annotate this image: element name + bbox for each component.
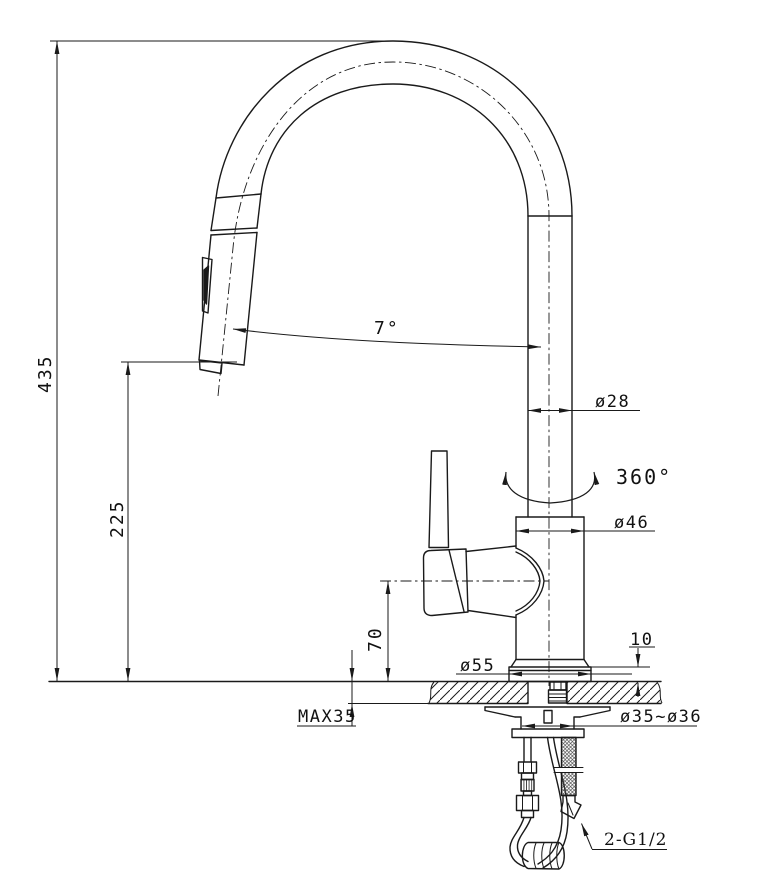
dimension-spout-height [121,361,237,681]
elbow-fitting [560,794,582,820]
dim-base-plate-height-label: 10 [630,630,653,650]
dim-deck-thickness-label: MAX35 [298,707,357,727]
dim-body-diameter-label: ø46 [614,513,649,533]
spray-head-button [203,265,210,305]
supply-hoses [509,736,584,870]
dim-base-diameter-label: ø55 [460,656,495,676]
spout-centerline [217,61,550,686]
centerlines [217,61,550,686]
handle-cone-bottom [467,609,517,619]
mounting-shank [547,681,568,704]
spray-head-clip [201,256,213,314]
handle [422,450,517,619]
alignment-pin [543,709,553,724]
dim-total-height-label: 435 [35,354,56,393]
dimension-base-plate-height [591,646,655,697]
dim-supply-connection-label: 2-G1/2 [604,830,668,850]
threaded-section [520,778,535,792]
dimension-supply-connection [581,823,667,850]
dimension-total-height [50,40,393,681]
pulldown-hose [537,736,563,865]
handle-block [422,548,469,617]
swivel-rotation-symbol [502,471,600,504]
dim-tube-diameter-label: ø28 [595,392,630,412]
handle-lever [428,450,450,549]
dim-handle-height-label: 70 [365,626,386,652]
dimension-spray-angle [232,328,542,350]
braided-hose [560,736,577,797]
dim-spray-angle-label: 7° [374,318,400,339]
dim-swivel-angle-label: 360° [616,465,672,489]
dim-hole-diameter-label: ø35~ø36 [620,707,702,727]
dimension-deck-thickness [297,650,428,727]
dim-spout-height-label: 225 [107,499,128,538]
body [515,516,585,661]
handle-cone-top [465,545,517,553]
spout-arch [215,40,573,518]
body-wedge [515,547,545,616]
